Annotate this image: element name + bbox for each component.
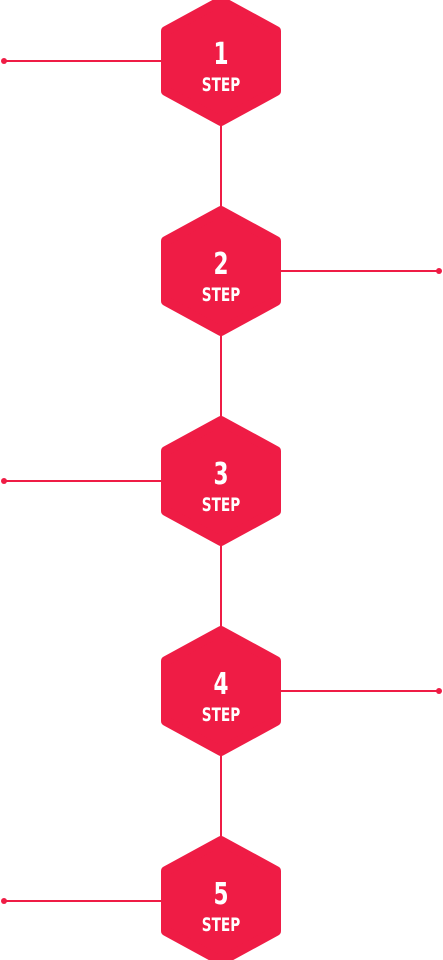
step-2-branch-dot <box>436 268 442 274</box>
step-1-label: STEP <box>202 74 241 96</box>
step-3-label: STEP <box>202 494 241 516</box>
step-5-branch-dot <box>1 898 7 904</box>
step-5-hexagon <box>161 836 281 960</box>
step-4-branch-dot <box>436 688 442 694</box>
step-2-label: STEP <box>202 284 241 306</box>
step-2-hexagon <box>161 206 281 336</box>
step-1-number: 1 <box>213 38 228 72</box>
step-3-branch-dot <box>1 478 7 484</box>
step-4-label: STEP <box>202 704 241 726</box>
step-4-number: 4 <box>213 668 228 702</box>
step-5-number: 5 <box>213 878 228 912</box>
step-3-hexagon <box>161 416 281 546</box>
step-4-hexagon <box>161 626 281 756</box>
step-2-number: 2 <box>213 248 228 282</box>
step-1-hexagon <box>161 0 281 126</box>
step-3-number: 3 <box>213 458 228 492</box>
step-1-branch-dot <box>1 58 7 64</box>
step-5-label: STEP <box>202 914 241 936</box>
